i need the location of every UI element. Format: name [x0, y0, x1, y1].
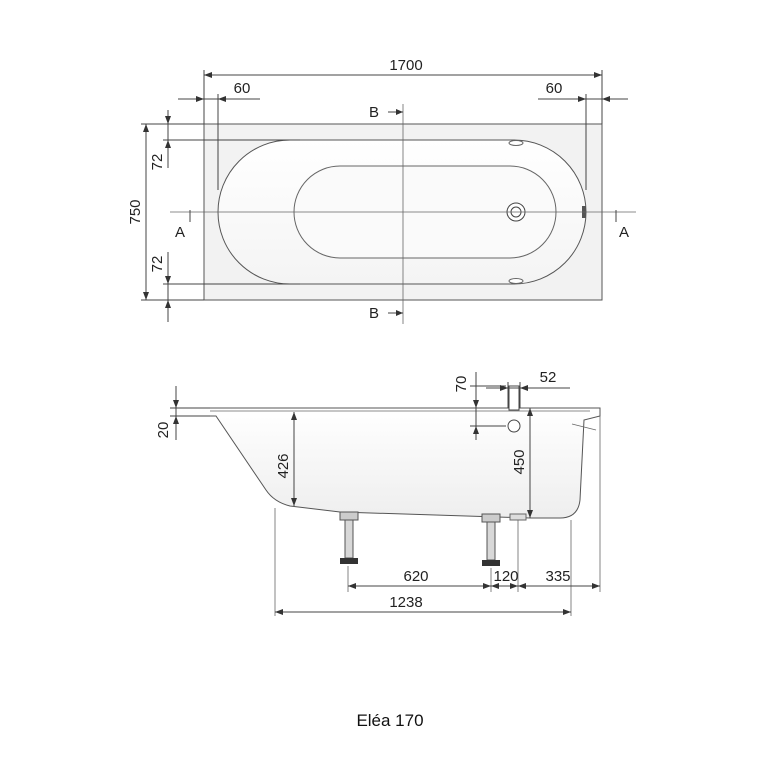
right-leg [481, 513, 501, 566]
left-offset-label: 60 [234, 80, 251, 97]
section-a-right-label: A [619, 224, 629, 241]
overall-length-label: 1700 [389, 57, 422, 74]
side-view: 20 426 70 52 450 [155, 369, 601, 616]
leg-span-label: 1238 [389, 594, 422, 611]
overflow-icon [507, 419, 521, 433]
tub-body-side [175, 407, 601, 519]
bottom-margin-label: 72 [149, 256, 166, 273]
handle-bottom-icon [508, 278, 524, 284]
leg-spacing-label: 620 [403, 568, 428, 585]
section-b-top-label: B [369, 104, 379, 121]
drain-offset-label: 120 [493, 568, 518, 585]
overflow-diameter-label: 52 [540, 369, 557, 386]
left-leg [339, 511, 359, 564]
handle-top-icon [508, 140, 524, 146]
overflow-height-label: 450 [511, 449, 528, 474]
right-offset-label: 60 [546, 80, 563, 97]
rim-thickness-label: 20 [155, 422, 172, 439]
overall-width-label: 750 [127, 199, 144, 224]
section-b-bottom-label: B [369, 305, 379, 322]
top-margin-label: 72 [149, 154, 166, 171]
section-a-left-label: A [175, 224, 185, 241]
top-view: 1700 60 60 750 72 72 [127, 57, 636, 324]
inner-depth-label: 426 [275, 453, 292, 478]
overflow-offset-label: 70 [453, 376, 470, 393]
product-name: Eléa 170 [356, 711, 424, 730]
end-offset-label: 335 [545, 568, 570, 585]
